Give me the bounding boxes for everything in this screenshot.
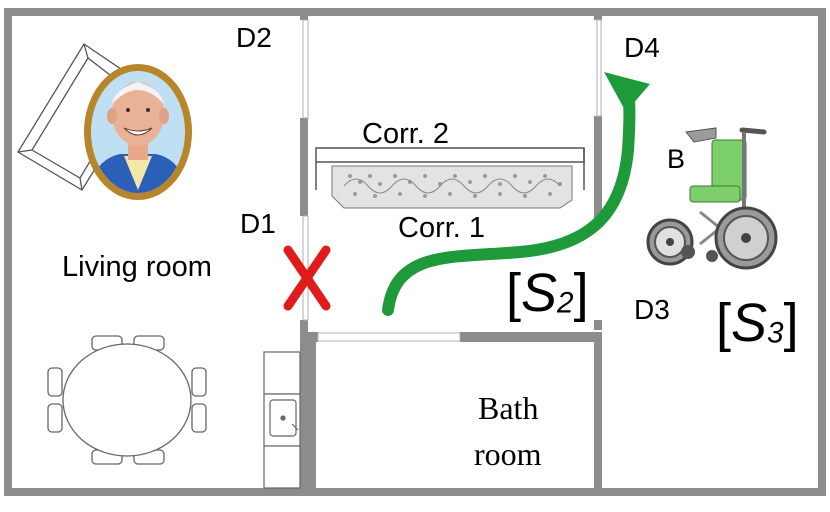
red-x-icon	[283, 245, 331, 311]
door-label-d1: D1	[240, 208, 276, 239]
round-table-with-chairs-icon	[47, 335, 207, 465]
state-s2-sub: 2	[557, 286, 574, 320]
corridor-bench	[315, 147, 585, 209]
state-s3-close: ]	[783, 293, 799, 353]
living-room-label: Living room	[62, 251, 212, 283]
state-s3-sub: 3	[767, 316, 784, 350]
elderly-man-portrait-icon	[84, 64, 192, 200]
curved-arrow-icon	[382, 72, 650, 316]
door-label-d2: D2	[236, 22, 272, 53]
corridor-2-label: Corr. 2	[362, 118, 450, 150]
corridor-1-label: Corr. 1	[398, 212, 486, 244]
state-s3-label: [S3]	[716, 296, 799, 350]
outer-walls	[4, 8, 826, 496]
interior-walls	[300, 8, 602, 496]
door-label-d3: D3	[634, 294, 670, 325]
state-s2-close: ]	[573, 263, 589, 323]
bathroom-label-line2: room	[474, 436, 542, 472]
state-s2-open: [	[506, 263, 522, 323]
wheelchair-partial-text: B	[667, 144, 686, 174]
door-label-d4: D4	[624, 32, 660, 63]
bathroom-label-line1: Bath	[478, 390, 539, 426]
state-s2-label: [S2]	[506, 266, 589, 320]
state-s2-letter: S	[521, 263, 558, 323]
wheelchair-icon	[646, 127, 778, 270]
door-frames	[302, 19, 602, 342]
state-s3-open: [	[716, 293, 732, 353]
sink-icon	[263, 351, 301, 489]
state-s3-letter: S	[731, 293, 768, 353]
